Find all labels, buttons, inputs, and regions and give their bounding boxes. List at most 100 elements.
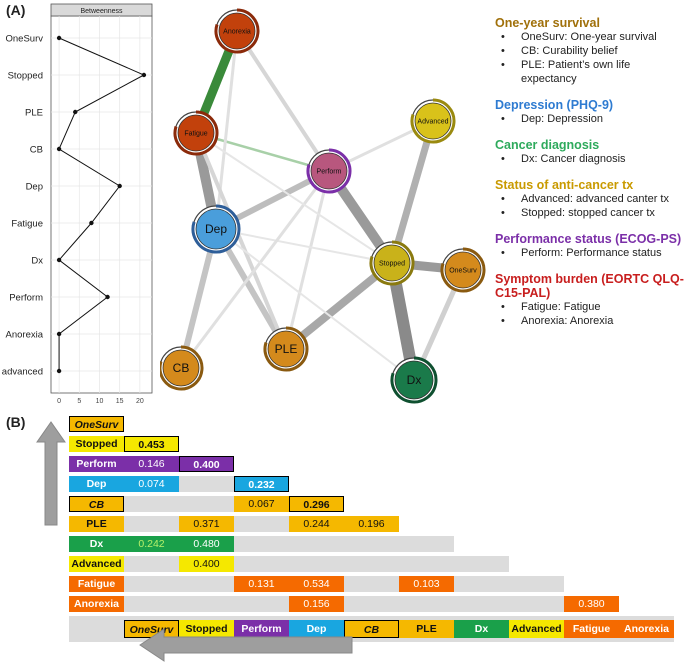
x-tick-label: 10	[96, 398, 104, 405]
matrix-bg-cell	[124, 596, 179, 612]
matrix-bg-cell	[179, 496, 234, 512]
matrix-bg-cell	[344, 536, 399, 552]
matrix-bg-cell	[234, 536, 289, 552]
legend-group-title: One-year survival	[495, 16, 600, 30]
node-perform	[310, 152, 348, 190]
data-point	[73, 109, 78, 115]
node-predictability-arc	[160, 345, 204, 391]
node-label: Anorexia	[223, 29, 251, 36]
left-arrow-icon	[139, 628, 353, 662]
node-ple	[267, 330, 305, 368]
matrix-bg-cell	[289, 536, 344, 552]
node-label: CB	[173, 361, 190, 375]
matrix-value: 0.371	[179, 516, 234, 532]
legend-item: Dx: Cancer diagnosis	[495, 152, 685, 166]
y-tick-label: CB	[30, 145, 43, 156]
strip-header	[50, 3, 153, 17]
x-tick-label: 5	[77, 398, 81, 405]
network-edge	[195, 132, 393, 264]
legend-item: Stopped: stopped cancer tx	[495, 206, 685, 220]
node-label: Advanced	[417, 119, 448, 126]
data-point	[56, 35, 62, 41]
network-edge	[235, 29, 331, 173]
matrix-value: 0.296	[289, 496, 344, 512]
matrix-value: 0.074	[124, 476, 179, 492]
data-point	[56, 146, 62, 152]
node-predictability-arc	[306, 148, 352, 194]
data-point	[89, 220, 94, 226]
y-tick-label: OneSurv	[6, 34, 44, 45]
y-tick-label: Dep	[26, 182, 43, 193]
matrix-bg-cell	[234, 596, 289, 612]
matrix-bg-cell	[509, 576, 564, 592]
matrix-bg-cell	[179, 576, 234, 592]
node-advanced	[414, 102, 452, 140]
column-label: Advanced	[509, 620, 564, 638]
row-label: Anorexia	[69, 596, 124, 612]
y-tick-label: Stopped	[8, 71, 43, 82]
node-stopped	[373, 244, 411, 282]
y-tick-label: Fatigue	[11, 219, 43, 230]
data-point	[56, 368, 62, 374]
node-label: Stopped	[379, 261, 405, 268]
node-predictability-arc	[369, 240, 415, 286]
legend: One-year survivalOneSurv: One-year survi…	[495, 16, 685, 328]
node-predictability-arc	[390, 356, 438, 404]
legend-item: Dep: Depression	[495, 112, 685, 126]
matrix-bg-cell	[454, 576, 509, 592]
network-edge	[282, 259, 396, 353]
x-tick-label: 15	[116, 398, 124, 405]
legend-group-title: Status of anti-cancer tx	[495, 178, 634, 192]
network-edge	[214, 29, 239, 231]
column-label: CB	[344, 620, 399, 638]
node-label: PLE	[275, 342, 298, 356]
node-predictability-arc	[214, 8, 260, 54]
up-arrow-icon	[36, 421, 66, 526]
matrix-bg-cell	[234, 556, 289, 572]
column-label: Perform	[234, 620, 289, 638]
node-predictability-arc	[410, 98, 456, 144]
data-point	[56, 257, 62, 263]
node-dx	[394, 360, 434, 400]
column-label: Anorexia	[619, 620, 674, 638]
network-graph: AnorexiaFatiguePerformDepAdvancedStopped…	[160, 8, 486, 404]
legend-group-title: Performance status (ECOG-PS)	[495, 232, 682, 246]
matrix-bg-cell	[454, 596, 509, 612]
matrix-value: 0.146	[124, 456, 179, 472]
matrix-value: 0.103	[399, 576, 454, 592]
row-label: Dep	[69, 476, 124, 492]
x-tick-label: 20	[136, 398, 144, 405]
legend-item: Fatigue: Fatigue	[495, 300, 685, 314]
matrix-bg-cell	[344, 576, 399, 592]
matrix-value: 0.453	[124, 436, 179, 452]
network-edge	[194, 131, 331, 173]
data-point	[117, 183, 122, 189]
y-tick-label: Anorexia	[6, 330, 44, 341]
node-fatigue	[177, 114, 215, 152]
legend-item: CB: Curability belief	[495, 44, 685, 58]
matrix-value: 0.244	[289, 516, 344, 532]
matrix-bg-cell	[399, 556, 454, 572]
row-label: Advanced	[69, 556, 124, 572]
legend-item: OneSurv: One-year survival	[495, 30, 685, 44]
legend-group-title: Cancer diagnosis	[495, 138, 600, 152]
column-label: Dep	[289, 620, 344, 638]
network-edge	[388, 117, 437, 267]
network-edge	[215, 228, 393, 264]
network-edge	[284, 169, 331, 351]
node-predictability-arc	[191, 204, 241, 254]
legend-item: Anorexia: Anorexia	[495, 314, 685, 328]
node-label: Dx	[407, 373, 422, 387]
panel-a-label: (A)	[6, 2, 26, 18]
y-tick-label: Dx	[31, 256, 43, 267]
column-label: Stopped	[179, 620, 234, 638]
matrix-bg-cell	[289, 556, 344, 572]
network-edge	[194, 131, 288, 351]
network-edge	[215, 228, 415, 381]
matrix-value: 0.067	[234, 496, 289, 512]
node-anorexia	[218, 12, 256, 50]
plot-frame	[50, 15, 153, 394]
y-tick-label: advanced	[2, 367, 43, 378]
